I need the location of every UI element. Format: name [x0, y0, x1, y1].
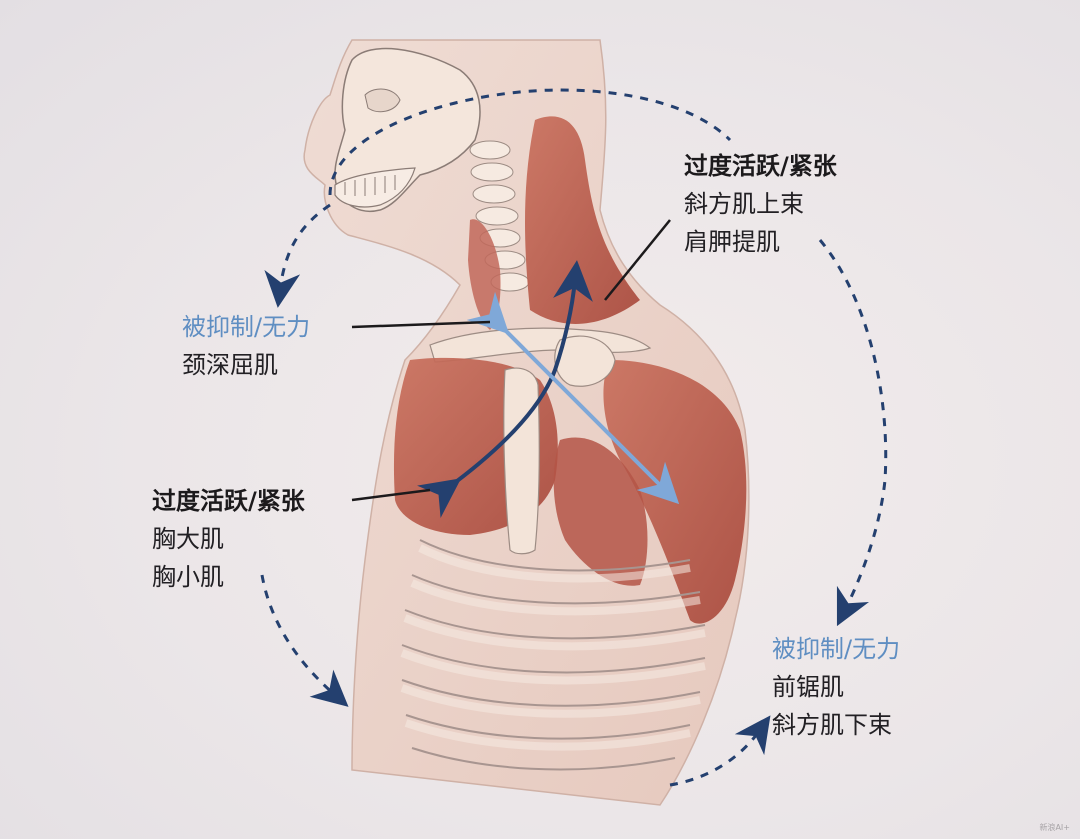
- label-upper-right: 过度活跃/紧张 斜方肌上束 肩胛提肌: [684, 147, 837, 261]
- muscle-pectoralis-minor: 胸小肌: [152, 558, 305, 596]
- muscle-upper-trapezius: 斜方肌上束: [684, 185, 837, 223]
- label-left-chest: 过度活跃/紧张 胸大肌 胸小肌: [152, 482, 305, 596]
- status-overactive-upper: 过度活跃/紧张: [684, 147, 837, 185]
- muscle-serratus-anterior: 前锯肌: [772, 668, 900, 706]
- muscle-lower-trapezius: 斜方肌下束: [772, 706, 900, 744]
- status-inhibited-neck: 被抑制/无力: [182, 308, 310, 346]
- watermark: 新浪AI+: [1039, 822, 1070, 833]
- dashed-arrow-right-down: [820, 240, 886, 610]
- muscle-levator-scapulae: 肩胛提肌: [684, 223, 837, 261]
- label-left-neck: 被抑制/无力 颈深屈肌: [182, 308, 310, 384]
- upper-trapezius-muscle: [525, 116, 640, 324]
- muscle-deep-neck-flexors: 颈深屈肌: [182, 346, 310, 384]
- status-inhibited-lower: 被抑制/无力: [772, 630, 900, 668]
- label-lower-right: 被抑制/无力 前锯肌 斜方肌下束: [772, 630, 900, 744]
- dashed-arrow-left-down: [280, 205, 330, 290]
- muscle-pectoralis-major: 胸大肌: [152, 520, 305, 558]
- status-overactive-chest: 过度活跃/紧张: [152, 482, 305, 520]
- sternum-bone: [504, 368, 539, 554]
